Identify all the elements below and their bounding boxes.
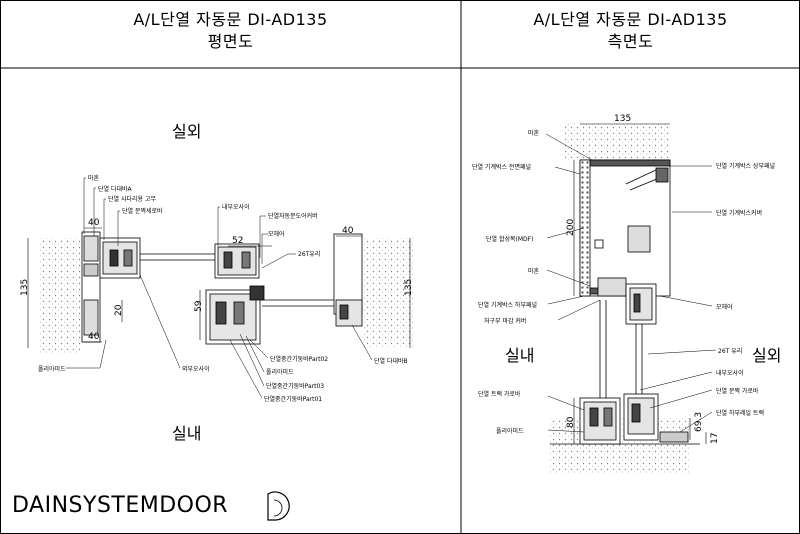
callout-label: 단열중간기둥바Part01 — [264, 396, 323, 403]
callout-label: 폴리아미드 — [266, 369, 294, 376]
callout-label: 단열 다대바A — [98, 186, 132, 193]
callout-label: 단열 하부레일 트랙 — [716, 410, 764, 417]
callout-label: 내부오사이 — [222, 204, 250, 211]
callout-label: 단열자동문도어커버 — [268, 213, 318, 220]
plan-leaders — [66, 177, 373, 399]
callout-label: 26T유리 — [298, 251, 321, 258]
side-dimensions — [573, 123, 707, 444]
callout-label: 단열중간기둥바Part02 — [270, 356, 329, 363]
callout-label: 단열 트랙 가로바 — [478, 391, 521, 398]
callout-label: 단열 샤다리용 고무 — [108, 196, 156, 203]
dimension-label: 80 — [566, 416, 576, 428]
callout-label: 단열 기계박스 전면패널 — [472, 164, 532, 171]
callout-label: 모헤어 — [716, 304, 733, 311]
dimension-label: 40 — [88, 218, 100, 228]
callout-label: 마혼 — [528, 130, 540, 137]
callout-label: 26T 유리 — [718, 348, 743, 355]
right-title: A/L단열 자동문 DI-AD135 — [533, 10, 728, 29]
callout-label: 단열 다대바B — [374, 358, 408, 365]
ceiling — [565, 122, 670, 160]
dimension-label: 40 — [88, 332, 100, 342]
left-title: A/L단열 자동문 DI-AD135 — [133, 10, 328, 29]
callout-label: 단열중간기둥바Part03 — [266, 383, 325, 390]
callout-label: 단열 기계박스 하부패널 — [478, 302, 538, 309]
callout-label: 마혼 — [88, 175, 100, 182]
callout-label: 단열 기계박스커버 — [716, 210, 763, 217]
left-outside-label: 실외 — [172, 122, 202, 141]
dimension-label: 40 — [342, 226, 354, 236]
left-subtitle: 평면도 — [207, 32, 254, 51]
dimension-label: 17 — [710, 432, 720, 444]
dimension-label: 135 — [404, 278, 414, 296]
dimension-label: 200 — [566, 218, 576, 236]
left-inside-label: 실내 — [172, 424, 202, 443]
right-wall — [362, 238, 414, 348]
dimension-label: 52 — [232, 236, 244, 246]
brand-wordmark: DAINSYSTEMDOOR — [12, 493, 229, 518]
right-inside-label: 실내 — [505, 346, 535, 365]
callout-label: 단열 기계박스 상부패널 — [716, 163, 776, 170]
dimension-label: 135 — [614, 114, 632, 124]
dimension-label: 20 — [114, 304, 124, 316]
right-subtitle: 측면도 — [607, 32, 654, 51]
callout-label: 폴리아미드 — [496, 428, 524, 435]
right-outside-label: 실외 — [752, 346, 782, 365]
dimension-label: 59 — [194, 300, 204, 312]
callout-label: 마혼 — [528, 268, 540, 275]
callout-label: 처구부 마감 커버 — [484, 318, 527, 325]
left-wall — [40, 238, 82, 353]
side-leaders — [545, 133, 717, 433]
callout-label: 단열 합성목(MDF) — [486, 236, 534, 243]
plan-dimensions — [27, 227, 411, 348]
plan-view — [27, 177, 414, 399]
callout-label: 단열 문짝 가로바 — [716, 388, 759, 395]
dimension-label: 135 — [20, 278, 30, 296]
callout-label: 단열 문짝세로바 — [122, 208, 163, 215]
brand-door-icon — [267, 491, 290, 521]
callout-label: 폴리아미드 — [38, 366, 66, 373]
callout-label: 내부오사이 — [716, 370, 744, 377]
callout-label: 모헤어 — [268, 231, 285, 238]
side-view — [545, 122, 717, 474]
dimension-label: 69.3 — [694, 411, 704, 432]
callout-label: 외부오사이 — [182, 366, 210, 373]
